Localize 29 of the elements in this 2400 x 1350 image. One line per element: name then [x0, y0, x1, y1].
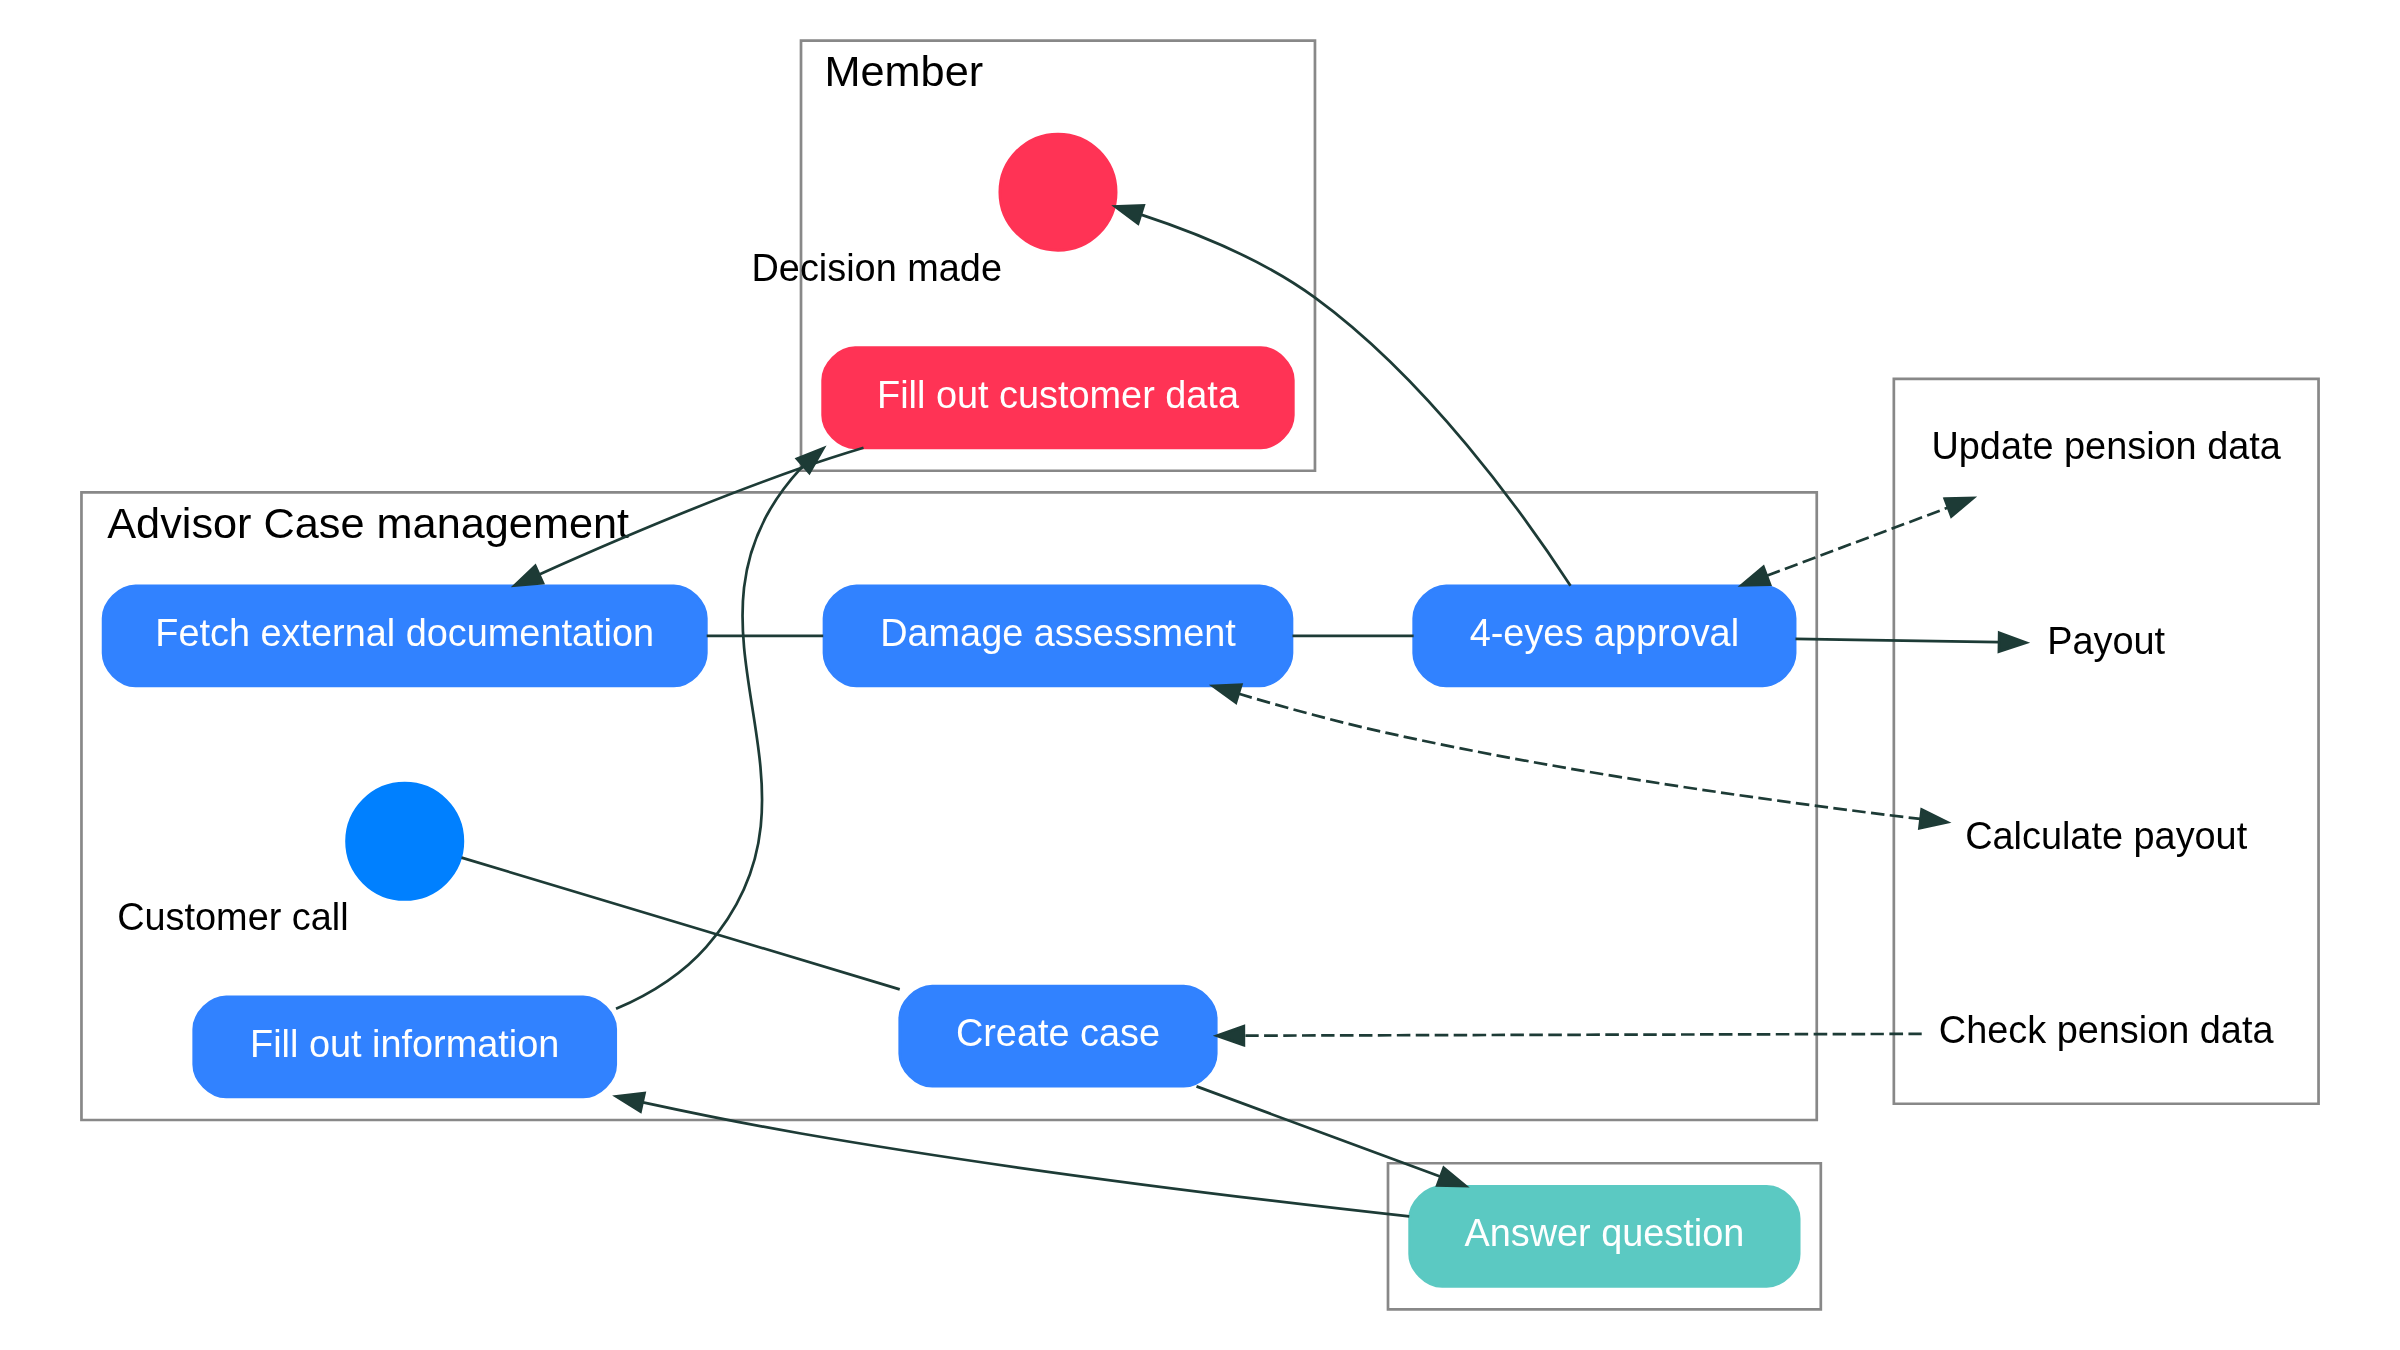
arrow: [612, 1091, 1410, 1218]
node-circle: [998, 132, 1118, 252]
node-label: Customer call: [117, 895, 349, 938]
node-text: Check pension data: [1938, 1009, 2274, 1052]
connector: [1292, 634, 1414, 638]
arrow: [1196, 1085, 1470, 1188]
node-box: Damage assessment: [822, 584, 1294, 688]
connector: [706, 634, 824, 638]
arrow: [1212, 1024, 1922, 1047]
node-box: Fill out information: [192, 995, 618, 1099]
node-circle: [345, 781, 465, 901]
cluster: [1386, 1161, 1823, 1311]
arrow: [1208, 683, 1952, 831]
arrow: [1795, 630, 2031, 654]
cluster: [1892, 377, 2320, 1106]
node-box: Answer question: [1408, 1184, 1801, 1288]
node-text: Calculate payout: [1965, 814, 2248, 857]
node-label: Decision made: [751, 246, 1002, 289]
connector: [461, 856, 901, 991]
node-text: Update pension data: [1931, 425, 2281, 468]
arrow: [1737, 496, 1978, 587]
node-box: Fetch external documentation: [101, 584, 708, 688]
node-box: 4-eyes approval: [1412, 584, 1797, 688]
arrow: [1111, 204, 1572, 587]
node-box: Create case: [898, 984, 1218, 1088]
node-text: Payout: [2047, 619, 2166, 662]
arrow: [510, 446, 864, 588]
arrow: [615, 445, 827, 1011]
node-box: Fill out customer data: [821, 346, 1295, 450]
